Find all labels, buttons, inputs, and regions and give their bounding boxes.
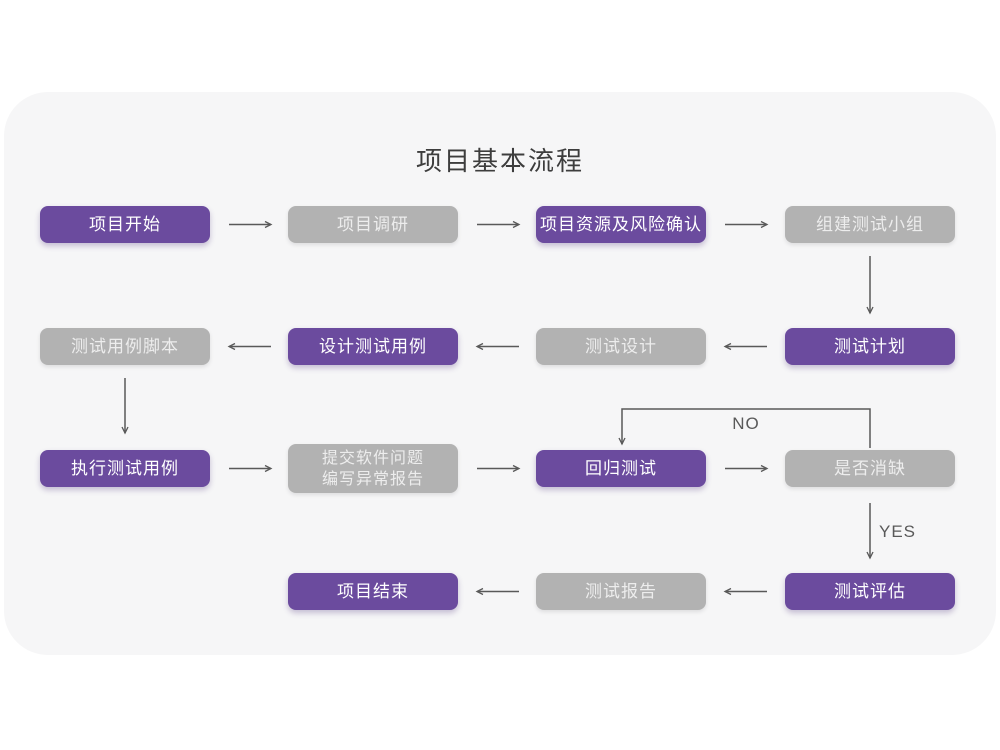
node-test-case-script: 测试用例脚本	[40, 328, 210, 365]
node-project-end: 项目结束	[288, 573, 458, 610]
node-line: 提交软件问题	[321, 449, 424, 467]
node-design-test-cases: 设计测试用例	[288, 328, 458, 365]
edge-label-yes: YES	[879, 522, 917, 541]
flowchart-card	[4, 92, 996, 655]
node-submit-issue-report: 提交软件问题 编写异常报告	[288, 444, 458, 493]
node-test-plan: 测试计划	[785, 328, 955, 365]
node-execute-test-cases: 执行测试用例	[40, 450, 210, 487]
node-test-report: 测试报告	[536, 573, 706, 610]
no-loop-arrow	[618, 408, 871, 448]
node-test-evaluation: 测试评估	[785, 573, 955, 610]
node-project-start: 项目开始	[40, 206, 210, 243]
node-project-research: 项目调研	[288, 206, 458, 243]
edge-label-no: NO	[732, 414, 760, 433]
node-build-test-team: 组建测试小组	[785, 206, 955, 243]
node-resource-risk-confirm: 项目资源及风险确认	[536, 206, 706, 243]
node-test-design: 测试设计	[536, 328, 706, 365]
node-line: 编写异常报告	[321, 470, 424, 488]
page-title: 项目基本流程	[415, 146, 584, 176]
node-defect-cleared: 是否消缺	[785, 450, 955, 487]
node-regression-test: 回归测试	[536, 450, 706, 487]
